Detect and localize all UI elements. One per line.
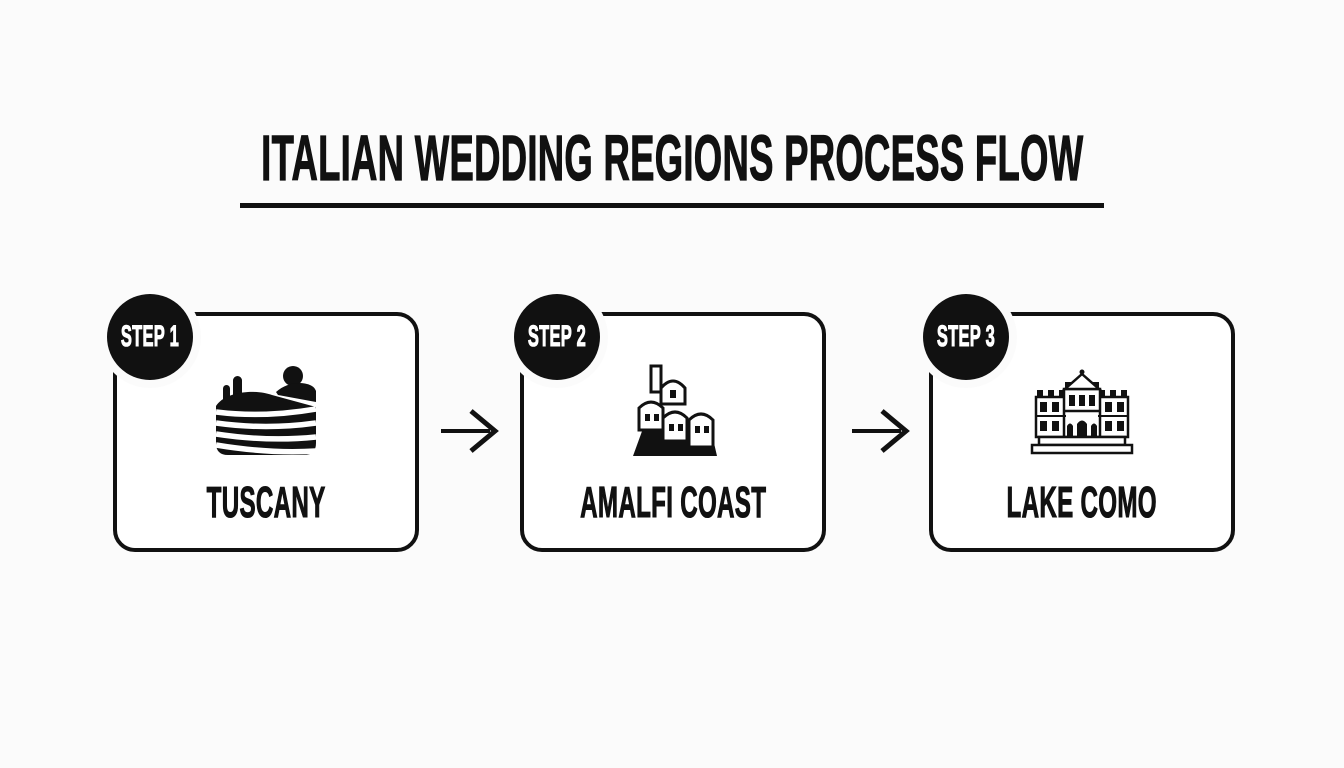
page-title-text: ITALIAN WEDDING REGIONS PROCESS FLOW <box>260 122 1084 194</box>
tuscany-vineyard-icon <box>214 364 318 458</box>
step-1-badge: STEP 1 <box>107 294 193 380</box>
step-card-lake-como: STEP 3 <box>923 294 1235 552</box>
lake-como-villa-icon <box>1029 364 1135 456</box>
title-underline <box>240 203 1104 208</box>
step-1-label-row: TUSCANY <box>117 478 415 527</box>
step-3-badge-label: STEP 3 <box>936 320 996 353</box>
page-title: ITALIAN WEDDING REGIONS PROCESS FLOW <box>0 122 1344 194</box>
step-3-label: LAKE COMO <box>1006 478 1158 527</box>
arrow-right-icon <box>438 406 500 456</box>
step-2-label-row: AMALFI COAST <box>524 478 822 527</box>
step-2-badge-label: STEP 2 <box>527 320 587 353</box>
step-1-label: TUSCANY <box>206 478 326 527</box>
step-card-amalfi-coast: STEP 2 AMALFI COAST <box>514 294 826 552</box>
arrow-right-icon <box>849 406 911 456</box>
step-3-badge: STEP 3 <box>923 294 1009 380</box>
step-3-label-row: LAKE COMO <box>933 478 1231 527</box>
step-2-label: AMALFI COAST <box>579 478 767 527</box>
step-1-badge-label: STEP 1 <box>120 320 180 353</box>
step-card-tuscany: STEP 1 TUSCANY <box>107 294 419 552</box>
amalfi-coast-village-icon <box>623 364 723 458</box>
step-2-badge: STEP 2 <box>514 294 600 380</box>
